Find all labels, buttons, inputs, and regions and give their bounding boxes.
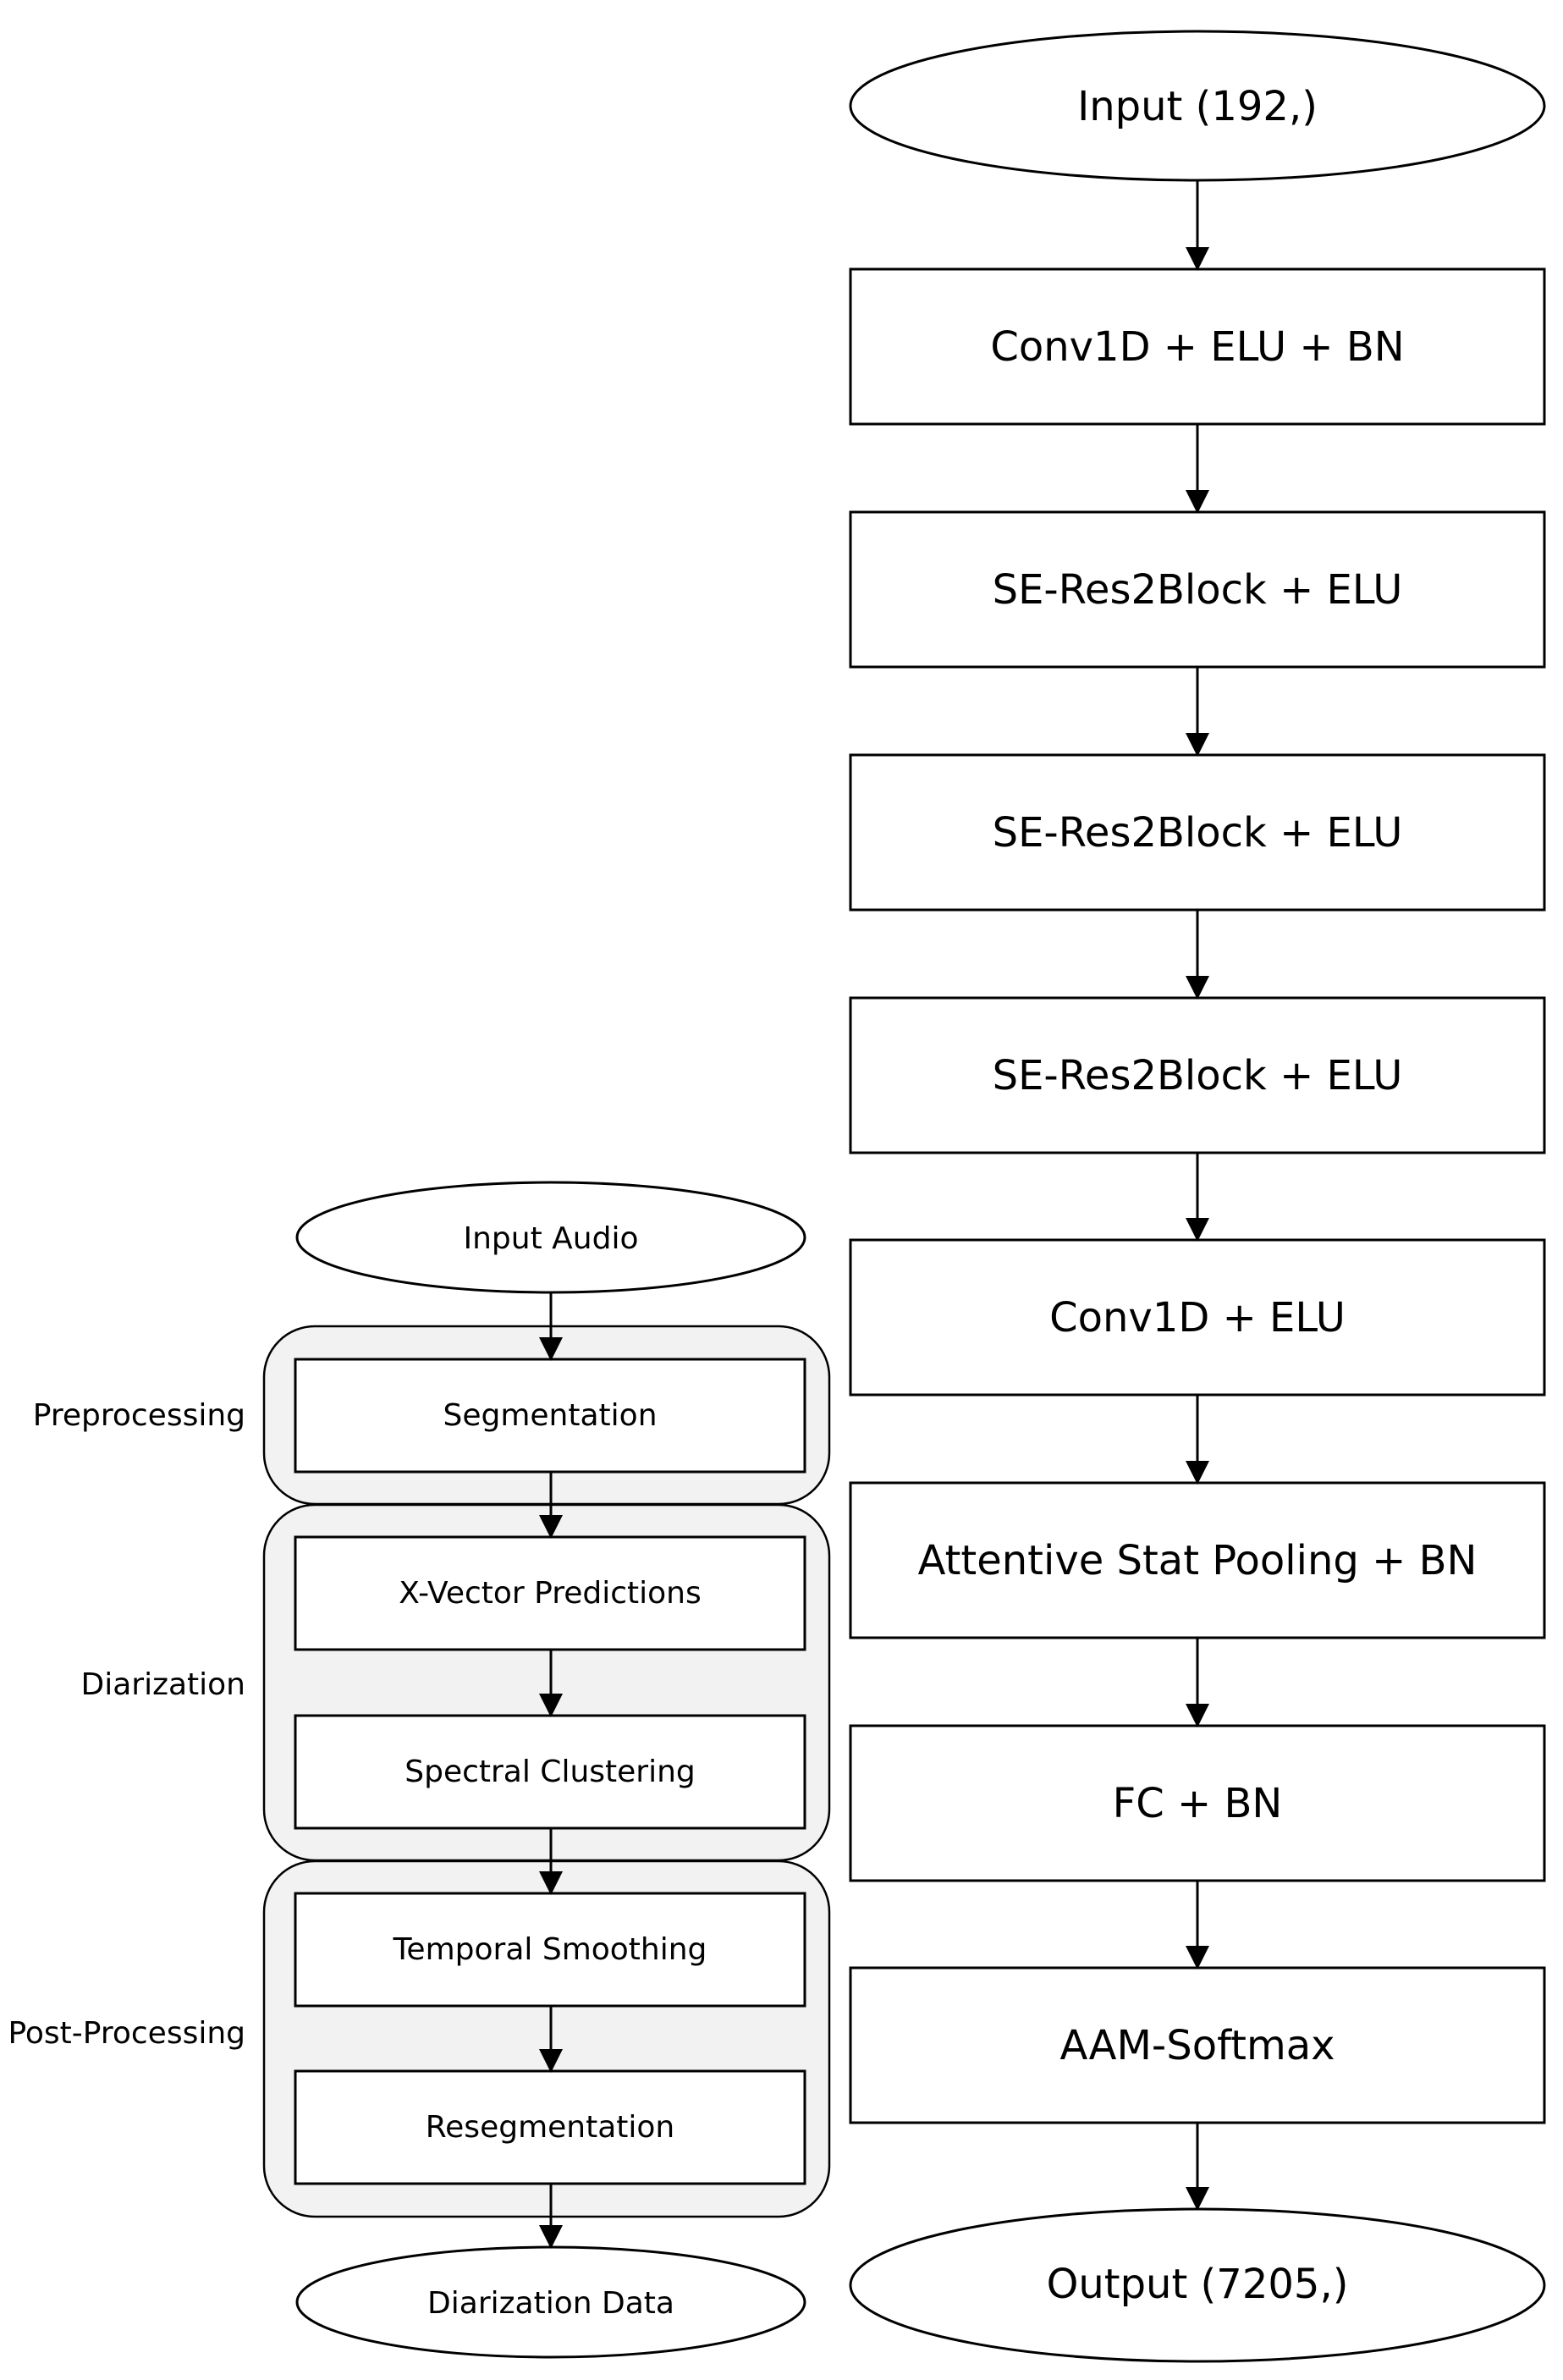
step-box: [294, 2069, 806, 2185]
right-flow: Input (192,) Conv1D + ELU + BN SE-Res2Bl…: [849, 30, 1546, 2363]
left-output-label: Diarization Data: [427, 2286, 674, 2321]
step-resegmentation: Resegmentation: [294, 2069, 806, 2185]
step-segmentation: Segmentation: [294, 1358, 806, 1474]
left-input-node: Input Audio: [295, 1181, 806, 1294]
layer-label: Attentive Stat Pooling + BN: [918, 1537, 1478, 1584]
layer-se-res2block-1: SE-Res2Block + ELU: [849, 510, 1546, 669]
step-label: Segmentation: [443, 1398, 657, 1433]
layer-se-res2block-3: SE-Res2Block + ELU: [849, 996, 1546, 1154]
layer-box: [849, 1966, 1546, 2124]
layer-label: SE-Res2Block + ELU: [993, 809, 1403, 857]
group-label-preprocessing: Preprocessing: [33, 1398, 245, 1433]
layer-conv-elu: Conv1D + ELU: [849, 1238, 1546, 1397]
layer-conv-elu-bn: Conv1D + ELU + BN: [849, 267, 1546, 426]
layer-attentive-pooling: Attentive Stat Pooling + BN: [849, 1481, 1546, 1639]
layer-box: [849, 753, 1546, 912]
step-box: [294, 1892, 806, 2008]
left-output-node: Diarization Data: [295, 2245, 806, 2359]
left-input-label: Input Audio: [464, 1221, 639, 1256]
layer-fc-bn: FC + BN: [849, 1724, 1546, 1882]
step-box: [294, 1358, 806, 1474]
right-input-node: Input (192,): [849, 30, 1546, 182]
layer-box: [849, 996, 1546, 1154]
layer-label: Conv1D + ELU + BN: [990, 323, 1404, 371]
layer-label: AAM-Softmax: [1059, 2022, 1335, 2069]
layer-box: [849, 267, 1546, 426]
step-label: Temporal Smoothing: [393, 1932, 707, 1967]
step-label: Spectral Clustering: [405, 1755, 696, 1789]
group-label-diarization: Diarization: [80, 1667, 245, 1702]
right-output-node: Output (7205,): [849, 2207, 1546, 2363]
step-temporal-smoothing: Temporal Smoothing: [294, 1892, 806, 2008]
layer-label: Conv1D + ELU: [1049, 1294, 1346, 1342]
step-xvector-predictions: X-Vector Predictions: [294, 1535, 806, 1651]
layer-label: SE-Res2Block + ELU: [993, 1052, 1403, 1099]
group-label-post-processing: Post-Processing: [8, 2016, 245, 2051]
layer-label: FC + BN: [1113, 1780, 1283, 1827]
right-output-label: Output (7205,): [1047, 2261, 1349, 2308]
left-flow: Preprocessing Diarization Post-Processin…: [8, 1181, 831, 2359]
layer-aam-softmax: AAM-Softmax: [849, 1966, 1546, 2124]
step-spectral-clustering: Spectral Clustering: [294, 1714, 806, 1830]
right-input-label: Input (192,): [1077, 83, 1318, 130]
layer-se-res2block-2: SE-Res2Block + ELU: [849, 753, 1546, 912]
step-label: X-Vector Predictions: [399, 1576, 702, 1611]
layer-box: [849, 1724, 1546, 1882]
step-label: Resegmentation: [426, 2110, 674, 2145]
layer-label: SE-Res2Block + ELU: [993, 566, 1403, 614]
